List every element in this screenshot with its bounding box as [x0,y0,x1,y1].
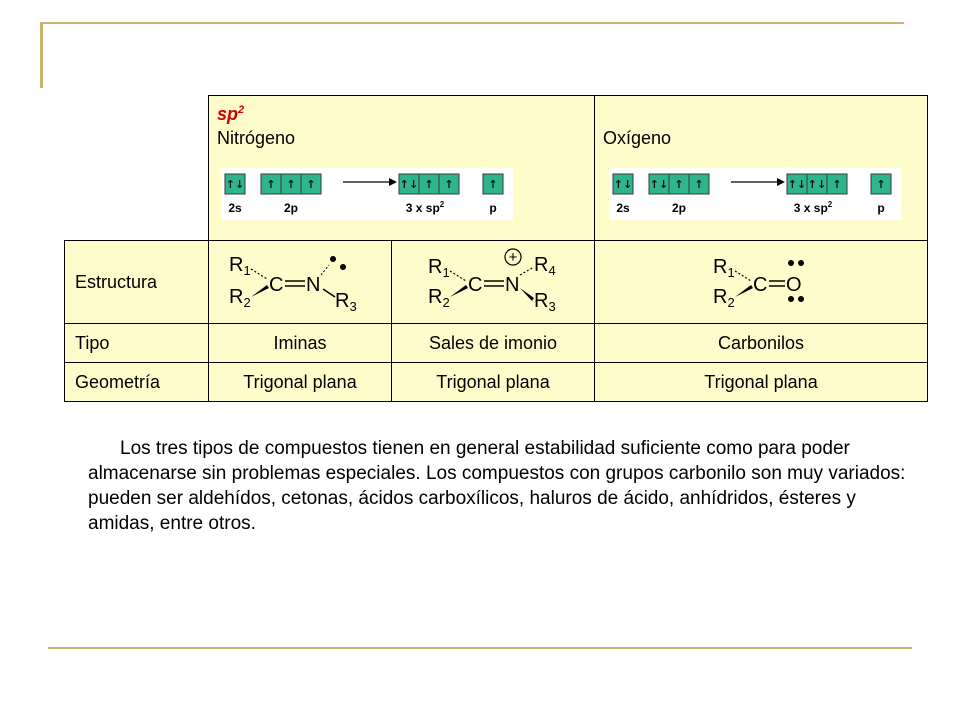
row-label-structure: Estructura [64,240,209,324]
svg-text:↑↓: ↑↓ [650,178,668,191]
svg-text:O: O [786,274,802,296]
svg-text:N: N [505,274,519,296]
svg-text:+: + [509,249,518,266]
svg-text:↑↓: ↑↓ [788,178,806,191]
svg-text:R3: R3 [335,290,357,314]
row-label-geometry-text: Geometría [75,371,161,392]
svg-text:↑: ↑ [674,178,683,191]
type-imine-text: Iminas [273,332,327,353]
svg-text:↑: ↑ [444,178,453,191]
hybridization-label: sp2 [217,104,244,125]
svg-text:↑: ↑ [488,178,497,191]
type-iminium-cell: Sales de imonio [391,323,595,363]
body-paragraph: Los tres tipos de compuestos tienen en g… [88,438,906,534]
svg-text:N: N [306,274,320,296]
geometry-imine-cell: Trigonal plana [208,362,392,402]
type-carbonyl-cell: Carbonilos [594,323,928,363]
svg-text:R1: R1 [713,256,735,280]
geometry-carbonyl-cell: Trigonal plana [594,362,928,402]
frame-left-line [40,22,43,88]
type-imine-cell: Iminas [208,323,392,363]
header-nitrogen-cell: sp2 Nitrógeno ↑↓ ↑ ↑ ↑ ↑↓ ↑ ↑ ↑ 2s 2p 3 … [208,95,595,241]
svg-text:R2: R2 [229,286,251,310]
svg-text:3 x sp2: 3 x sp2 [794,200,833,215]
svg-text:↑: ↑ [306,178,315,191]
svg-text:R2: R2 [713,286,735,310]
geometry-iminium-cell: Trigonal plana [391,362,595,402]
hybridization-text: sp [217,104,239,124]
geometry-imine-text: Trigonal plana [243,371,357,392]
nitrogen-label: Nitrógeno [217,128,296,148]
row-label-structure-text: Estructura [75,271,158,292]
svg-text:↑: ↑ [266,178,275,191]
svg-text:↑: ↑ [876,178,885,191]
geometry-iminium-text: Trigonal plana [436,371,550,392]
geometry-carbonyl-text: Trigonal plana [704,371,818,392]
svg-text:C: C [468,274,482,296]
svg-text:2p: 2p [672,201,686,215]
carbonyl-structure: R1 R2 C O [713,256,804,310]
svg-text:↑↓: ↑↓ [808,178,826,191]
structure-carbonyl-cell: R1 R2 C O [594,240,928,324]
iminium-structure: R1 R2 C N + R4 R3 [428,248,556,314]
structure-iminium-cell: R1 R2 C N + R4 R3 [391,240,595,324]
svg-text:R1: R1 [428,256,450,280]
svg-text:R4: R4 [534,254,556,278]
svg-text:R1: R1 [229,254,251,278]
svg-text:↑↓: ↑↓ [614,178,632,191]
svg-text:p: p [877,201,884,215]
frame-top-line [40,22,904,24]
svg-text:R2: R2 [428,286,450,310]
nitrogen-orbital-diagram: ↑↓ ↑ ↑ ↑ ↑↓ ↑ ↑ ↑ 2s 2p 3 x sp2 p [221,168,513,220]
row-label-type-text: Tipo [75,332,110,353]
svg-text:↑↓: ↑↓ [226,178,244,191]
svg-text:2s: 2s [616,201,630,215]
svg-text:↑: ↑ [424,178,433,191]
header-oxygen-cell: Oxígeno ↑↓ ↑↓ ↑ ↑ ↑↓ ↑↓ ↑ ↑ 2s 2p 3 x sp… [594,95,928,241]
svg-text:C: C [269,274,283,296]
svg-text:2s: 2s [228,201,242,215]
svg-text:p: p [489,201,496,215]
type-iminium-text: Sales de imonio [428,332,558,353]
type-carbonyl-text: Carbonilos [717,332,805,353]
svg-text:↑: ↑ [832,178,841,191]
row-label-geometry: Geometría [64,362,209,402]
oxygen-label: Oxígeno [603,128,672,148]
oxygen-orbital-diagram: ↑↓ ↑↓ ↑ ↑ ↑↓ ↑↓ ↑ ↑ 2s 2p 3 x sp2 p [609,168,901,220]
svg-text:2p: 2p [284,201,298,215]
svg-text:R3: R3 [534,290,556,314]
svg-text:↑↓: ↑↓ [400,178,418,191]
hybridization-sup: 2 [238,104,245,116]
structure-imine-cell: R1 R2 C N R3 [208,240,392,324]
imine-structure: R1 R2 C N R3 [229,254,357,314]
svg-text:↑: ↑ [694,178,703,191]
row-label-type: Tipo [64,323,209,363]
svg-text:3 x sp2: 3 x sp2 [406,200,445,215]
svg-text:C: C [753,274,767,296]
frame-bottom-line [48,647,912,649]
svg-text:↑: ↑ [286,178,295,191]
